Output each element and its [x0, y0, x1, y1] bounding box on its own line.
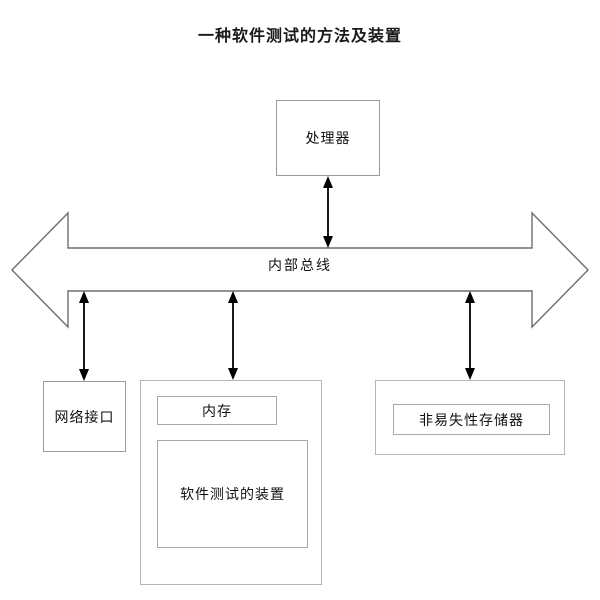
nvm-bus-connector: [465, 291, 475, 380]
nonvolatile-memory-box[interactable]: 非易失性存储器: [393, 404, 550, 435]
network-interface-box[interactable]: 网络接口: [43, 381, 126, 452]
memory-label: 内存: [202, 403, 232, 420]
memory-bus-connector: [228, 291, 238, 380]
software-test-apparatus-label: 软件测试的装置: [180, 487, 285, 503]
memory-box[interactable]: 内存: [157, 396, 277, 425]
processor-box[interactable]: 处理器: [276, 100, 380, 176]
network-interface-label: 网络接口: [54, 409, 115, 426]
processor-label: 处理器: [305, 131, 351, 147]
network-bus-connector: [79, 291, 89, 381]
internal-bus-label: 内部总线: [268, 258, 332, 274]
page-title: 一种软件测试的方法及装置: [197, 26, 402, 45]
processor-bus-connector: [323, 176, 333, 248]
software-test-apparatus-box[interactable]: 软件测试的装置: [157, 440, 308, 548]
nonvolatile-memory-label: 非易失性存储器: [419, 412, 524, 429]
